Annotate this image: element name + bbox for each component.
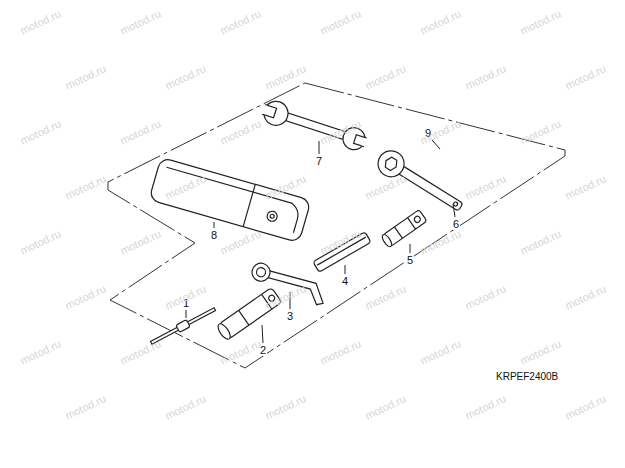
watermark: motod.ru — [363, 173, 407, 201]
watermark: motod.ru — [163, 63, 207, 91]
watermark: motod.ru — [118, 8, 162, 36]
watermark: motod.ru — [63, 393, 107, 421]
watermark: motod.ru — [118, 118, 162, 146]
callout-number: 4 — [341, 276, 349, 287]
callout-number: 5 — [406, 255, 414, 266]
watermark: motod.ru — [563, 393, 607, 421]
watermark: motod.ru — [518, 8, 562, 36]
watermark: motod.ru — [463, 173, 507, 201]
callout-number: 8 — [210, 230, 218, 241]
watermark: motod.ru — [63, 63, 107, 91]
watermark: motod.ru — [63, 283, 107, 311]
watermark: motod.ru — [418, 338, 462, 366]
watermark: motod.ru — [18, 118, 62, 146]
callout-number: 7 — [315, 156, 323, 167]
watermark: motod.ru — [463, 393, 507, 421]
watermark: motod.ru — [118, 228, 162, 256]
callout-number: 3 — [286, 311, 294, 322]
watermark: motod.ru — [363, 283, 407, 311]
watermark: motod.ru — [18, 228, 62, 256]
watermark: motod.ru — [518, 338, 562, 366]
watermark: motod.ru — [18, 338, 62, 366]
watermark: motod.ru — [563, 173, 607, 201]
watermark: motod.ru — [418, 228, 462, 256]
watermark: motod.ru — [418, 118, 462, 146]
watermark: motod.ru — [263, 393, 307, 421]
part-code: KRPEF2400B — [496, 372, 558, 382]
watermark: motod.ru — [218, 228, 262, 256]
watermark: motod.ru — [218, 338, 262, 366]
watermark: motod.ru — [363, 393, 407, 421]
watermark: motod.ru — [63, 173, 107, 201]
watermark: motod.ru — [318, 338, 362, 366]
watermark: motod.ru — [563, 63, 607, 91]
watermark: motod.ru — [463, 283, 507, 311]
watermark: motod.ru — [518, 118, 562, 146]
watermark: motod.ru — [118, 338, 162, 366]
watermark: motod.ru — [318, 8, 362, 36]
watermark: motod.ru — [363, 63, 407, 91]
watermark: motod.ru — [563, 283, 607, 311]
watermark: motod.ru — [263, 63, 307, 91]
watermark: motod.ru — [218, 8, 262, 36]
watermark: motod.ru — [18, 8, 62, 36]
watermark: motod.ru — [463, 63, 507, 91]
watermark: motod.ru — [218, 118, 262, 146]
watermark: motod.ru — [163, 393, 207, 421]
watermark: motod.ru — [418, 8, 462, 36]
watermark: motod.ru — [263, 283, 307, 311]
watermark: motod.ru — [518, 228, 562, 256]
